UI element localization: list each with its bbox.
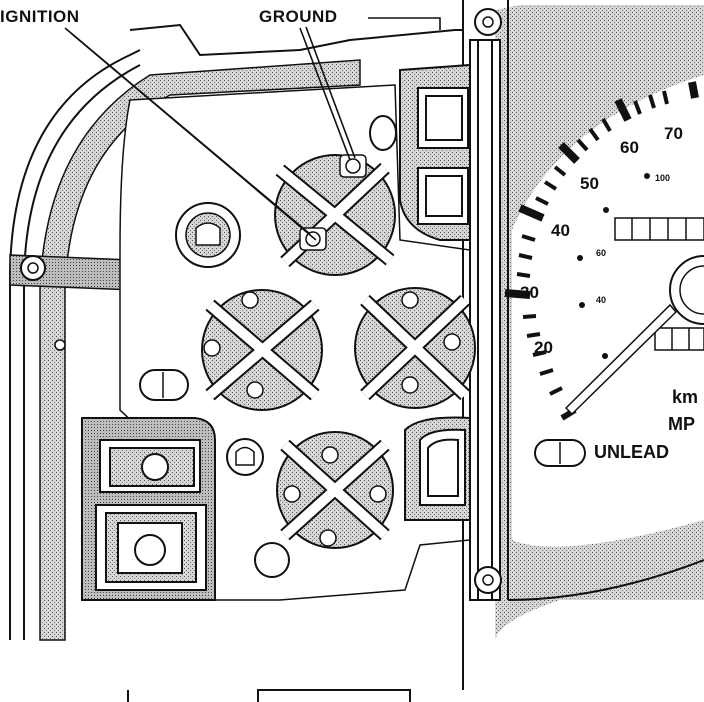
left-rim-shading [39, 59, 361, 641]
kmh-label-100: 100 [655, 173, 670, 183]
bulb-socket-bottom [276, 431, 394, 549]
odometer-window [614, 217, 704, 241]
speedometer-needle [564, 255, 704, 416]
unit-km-label: km [672, 387, 698, 407]
speedometer-face [512, 75, 704, 547]
mph-label-30: 30 [520, 283, 539, 302]
mph-label-60: 60 [620, 138, 639, 157]
ground-callout-label: GROUND [259, 7, 338, 26]
unleaded-fuel-label: UNLEAD [594, 442, 669, 462]
speedometer-bottom-rim [507, 559, 704, 601]
kmh-label-60: 60 [596, 248, 606, 258]
bulb-socket-left [201, 289, 323, 411]
rail-screw-top [474, 8, 502, 36]
bulb-socket-right [354, 287, 476, 409]
kmh-dot-marks [577, 173, 650, 359]
bulb-socket-ground [274, 154, 396, 276]
ignition-callout-label: IGNITION [0, 7, 80, 26]
rail-screw-bottom [474, 566, 502, 594]
plug-upper [369, 115, 397, 151]
kmh-label-40: 40 [596, 295, 606, 305]
bulb-holder-upper-left [175, 202, 241, 268]
warning-window-block [399, 63, 471, 241]
callout-leaders [64, 17, 441, 241]
plug-bottom [254, 542, 290, 578]
unit-mph-label: MP [668, 414, 695, 434]
trip-odometer-window [654, 327, 704, 351]
left-mount-strap [9, 254, 136, 351]
lower-right-window [404, 416, 471, 521]
fuel-indicator-lamp [534, 439, 586, 467]
mph-label-50: 50 [580, 174, 599, 193]
mph-label-20: 20 [534, 338, 553, 357]
indicator-module [81, 417, 216, 601]
mph-label-40: 40 [551, 221, 570, 240]
bulb-holder-center [226, 438, 264, 476]
plug-left [139, 369, 189, 401]
mph-label-70: 70 [664, 124, 683, 143]
